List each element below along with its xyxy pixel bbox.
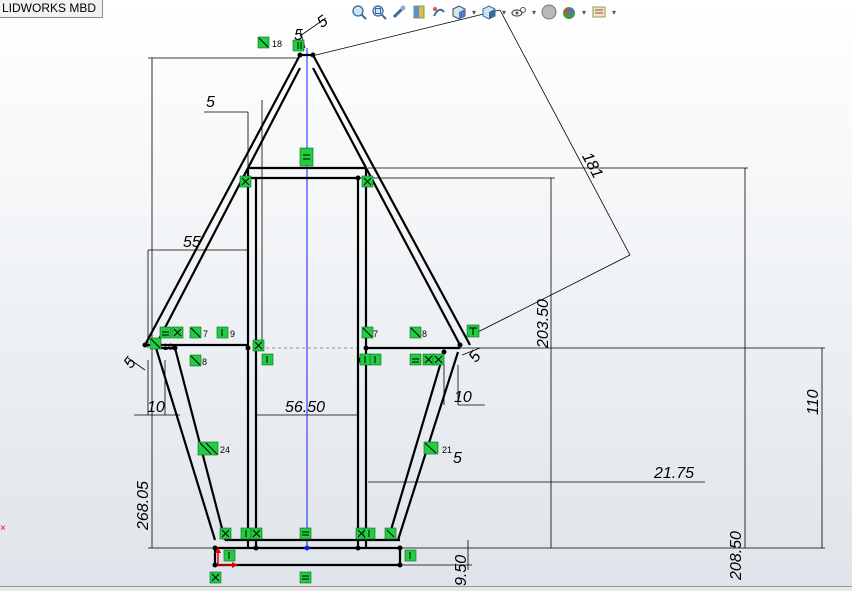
relation-label: 10 [163, 342, 173, 352]
chevron-down-icon[interactable]: ▾ [611, 7, 616, 17]
relation-label: 21 [442, 445, 452, 455]
sketch-profile[interactable] [144, 53, 471, 567]
relation-label: 9 [230, 329, 235, 339]
document-title-tab[interactable]: LIDWORKS MBD [0, 0, 104, 18]
dimension-label[interactable]: 268.05 [135, 481, 152, 531]
zoom-to-fit-icon[interactable] [350, 3, 368, 21]
dynamic-annotation-icon[interactable] [430, 3, 448, 21]
view-settings-icon[interactable] [590, 3, 608, 21]
chevron-down-icon[interactable]: ▾ [531, 7, 536, 17]
edit-appearance-icon[interactable] [540, 3, 558, 21]
apply-scene-icon[interactable] [560, 3, 578, 21]
relation-label: 8 [422, 329, 427, 339]
hide-show-items-icon[interactable] [510, 3, 528, 21]
dimension-label[interactable]: 5 [453, 450, 462, 467]
origin-icon [215, 547, 238, 568]
view-orientation-icon[interactable] [450, 3, 468, 21]
relation-label: 7 [203, 329, 208, 339]
relation-label: 8 [202, 357, 207, 367]
display-style-icon[interactable] [480, 3, 498, 21]
dimension-label[interactable]: 10 [147, 399, 165, 416]
relation-icons[interactable] [149, 36, 480, 584]
relation-label: 18 [272, 39, 282, 49]
status-bar [0, 586, 852, 591]
axis-marker-icon: × [0, 523, 6, 534]
dimension-label[interactable]: 5 [206, 94, 215, 111]
relation-label: 24 [220, 445, 230, 455]
previous-view-icon[interactable] [390, 3, 408, 21]
origin-point[interactable] [304, 545, 310, 551]
dimension-label[interactable]: 5 [294, 27, 303, 44]
chevron-down-icon[interactable]: ▾ [581, 7, 586, 17]
section-view-icon[interactable] [410, 3, 428, 21]
dimension-label[interactable]: 5 [121, 354, 140, 372]
relation-label: 7 [373, 329, 378, 339]
dimension-label[interactable]: 10 [454, 389, 472, 406]
dimension-label[interactable]: 208.50 [728, 531, 745, 581]
dimension-label[interactable]: 21.75 [653, 465, 694, 482]
dimension-lines [127, 9, 825, 570]
dimension-label[interactable]: 56.50 [285, 399, 325, 416]
dimension-label[interactable]: 5 [466, 348, 485, 366]
chevron-down-icon[interactable]: ▾ [501, 7, 506, 17]
heads-up-view-toolbar: ▾ ▾ ▾ ▾ ▾ [350, 1, 618, 23]
dimension-label[interactable]: 203.50 [535, 299, 552, 349]
dimension-label[interactable]: 55 [183, 234, 201, 251]
zoom-to-area-icon[interactable] [370, 3, 388, 21]
dimension-label[interactable]: 9.50 [453, 555, 470, 586]
chevron-down-icon[interactable]: ▾ [471, 7, 476, 17]
dimension-label[interactable]: 110 [805, 389, 822, 415]
dimension-label[interactable]: 5 [314, 13, 331, 32]
